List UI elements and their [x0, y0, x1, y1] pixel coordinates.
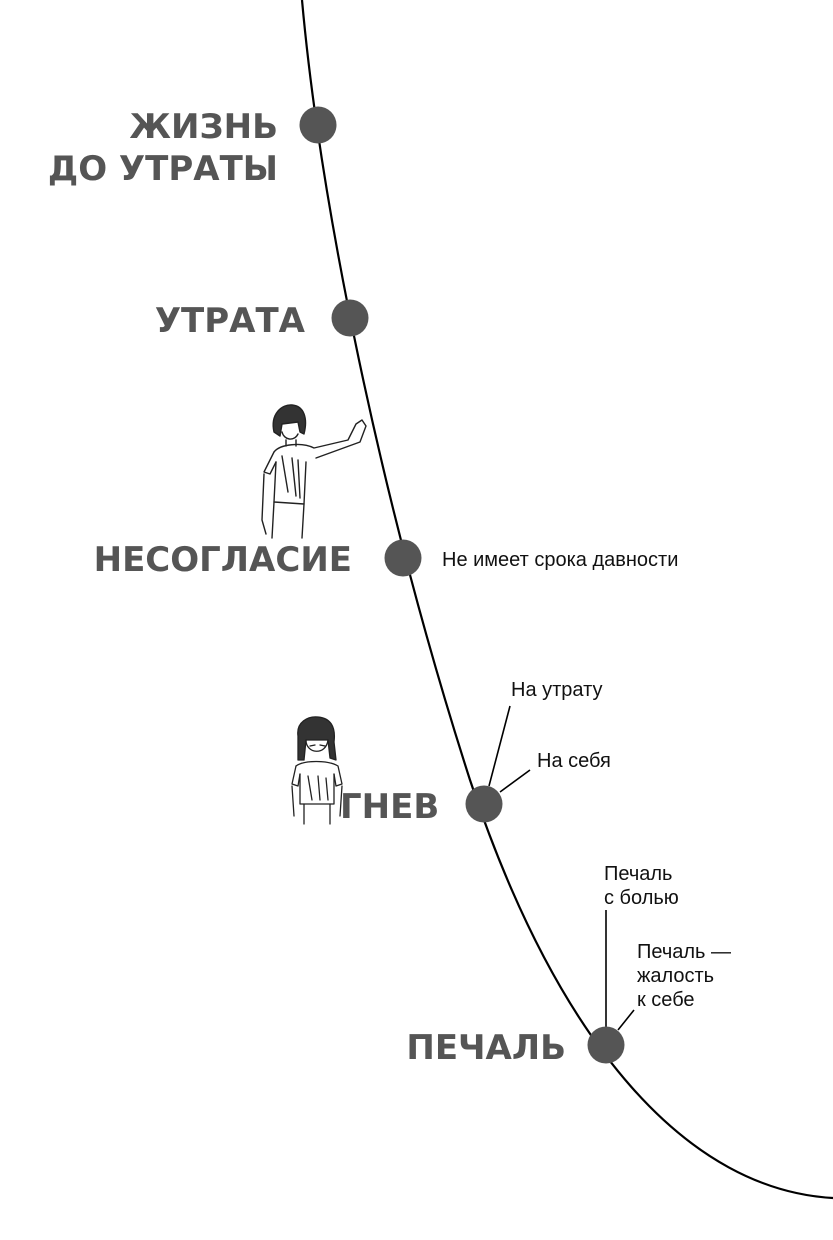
- note-line: к себе: [637, 989, 695, 1011]
- stage-label-life-before-loss: ЖИЗНЬ ДО УТРАТЫ: [40, 106, 278, 190]
- note-sadness-with-pain: Печаль с болью: [604, 862, 679, 910]
- note-line: Печаль: [604, 863, 673, 885]
- stage-label-sadness: ПЕЧАЛЬ: [406, 1028, 566, 1068]
- frowning-girl-icon: [291, 716, 343, 825]
- note-sadness-self-pity: Печаль — жалость к себе: [637, 940, 731, 1012]
- note-line: жалость: [637, 965, 715, 987]
- stage-label-line: ДО УТРАТЫ: [47, 149, 278, 189]
- note-line: с болью: [604, 887, 679, 909]
- stage-label-loss: УТРАТА: [154, 301, 305, 341]
- stage-label-line: ЖИЗНЬ: [129, 107, 278, 147]
- stage-label-anger: ГНЕВ: [340, 787, 440, 827]
- node-life-before-loss: [299, 106, 337, 144]
- sadness-connector-selfpity: [617, 1009, 635, 1031]
- note-line: Печаль —: [637, 941, 732, 963]
- node-sadness: [587, 1026, 625, 1064]
- node-loss: [331, 299, 369, 337]
- stage-label-denial: НЕСОГЛАСИЕ: [93, 540, 352, 580]
- node-anger: [465, 785, 503, 823]
- grief-curve: [300, 0, 833, 1200]
- note-no-statute-of-limitations: Не имеет срока давности: [442, 549, 679, 571]
- note-anger-at-loss: На утрату: [511, 679, 603, 701]
- node-denial: [384, 539, 422, 577]
- anger-connector-self: [499, 769, 531, 793]
- girl-raising-hand-to-stop-icon: [261, 404, 367, 539]
- note-anger-at-self: На себя: [537, 750, 611, 772]
- anger-connector-loss: [488, 705, 511, 787]
